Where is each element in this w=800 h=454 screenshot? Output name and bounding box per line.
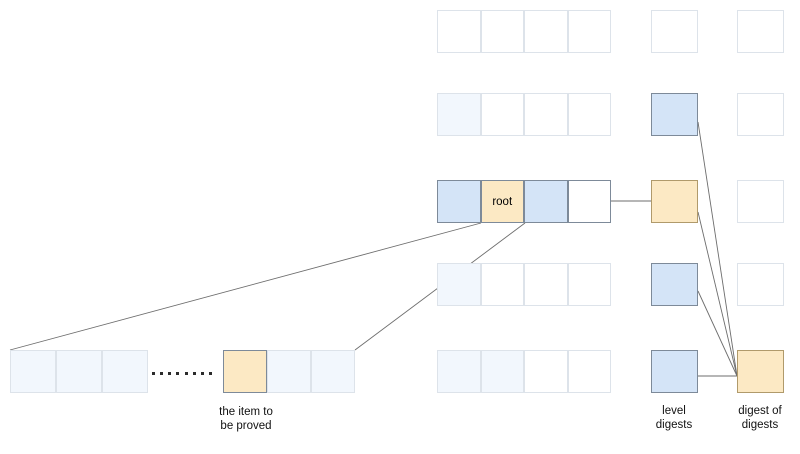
- ellipsis-dot: [160, 371, 164, 375]
- row-3-root-cell-3: [524, 180, 568, 223]
- row-2-digest-of-digests: [737, 93, 784, 136]
- row-4-cell-1: [437, 263, 481, 306]
- row-3-root-cell-2: root: [480, 180, 524, 223]
- row-1-cell-4: [567, 10, 611, 53]
- row-4-digest-of-digests: [737, 263, 784, 306]
- row-4-cell-2: [480, 263, 524, 306]
- row-4-cell-4: [567, 263, 611, 306]
- row-4-level-digest: [651, 263, 698, 306]
- row-5-cell-1: [437, 350, 481, 393]
- row-5-digest-of-digests: [737, 350, 784, 393]
- ellipsis-dot: [200, 371, 204, 375]
- ellipsis-dot: [152, 371, 155, 375]
- row-3-root-cell-4: [567, 180, 611, 223]
- ellipsis-dots: [152, 371, 212, 375]
- row-3-root-cell-1: [437, 180, 481, 223]
- row-2-cell-1: [437, 93, 481, 136]
- row-2-cell-4: [567, 93, 611, 136]
- row-4-cell-3: [524, 263, 568, 306]
- row-1-cell-1: [437, 10, 481, 53]
- ellipsis-dot: [208, 371, 212, 375]
- row-5-cell-3: [524, 350, 568, 393]
- leaf-cell-left-2: [56, 350, 102, 393]
- connector-level-digest-2-to-dod: [697, 121, 738, 377]
- connector-level-digest-3-to-dod: [697, 211, 738, 377]
- connector-level-digest-4-to-dod: [697, 290, 738, 377]
- row-5-cell-4: [567, 350, 611, 393]
- label-level-digests: level digests: [655, 405, 693, 431]
- row-3-root-level-digest: [651, 180, 698, 223]
- ellipsis-dot: [168, 371, 172, 375]
- row-2-cell-2: [480, 93, 524, 136]
- row-2-level-digest: [651, 93, 698, 136]
- label-digest-of-digests: digest of digests: [738, 405, 782, 431]
- ellipsis-dot: [176, 371, 180, 375]
- row-5-cell-2: [480, 350, 524, 393]
- ellipsis-dot: [192, 371, 196, 375]
- leaf-cell-right-2: [267, 350, 311, 393]
- row-1-cell-3: [524, 10, 568, 53]
- row-3-root-digest-of-digests: [737, 180, 784, 223]
- row-5-level-digest: [651, 350, 698, 393]
- leaf-cell-item-to-be-proved: [223, 350, 267, 393]
- connector-root-to-leaf-left: [9, 222, 482, 351]
- leaf-cell-right-3: [311, 350, 355, 393]
- leaf-cell-left-1: [10, 350, 56, 393]
- row-1-level-digest: [651, 10, 698, 53]
- row-2-cell-3: [524, 93, 568, 136]
- label-item-to-be-proved: the item to be proved: [219, 406, 273, 432]
- leaf-cell-left-3: [102, 350, 148, 393]
- root-cell-label: root: [492, 195, 513, 208]
- row-1-cell-2: [480, 10, 524, 53]
- ellipsis-dot: [184, 371, 188, 375]
- row-1-digest-of-digests: [737, 10, 784, 53]
